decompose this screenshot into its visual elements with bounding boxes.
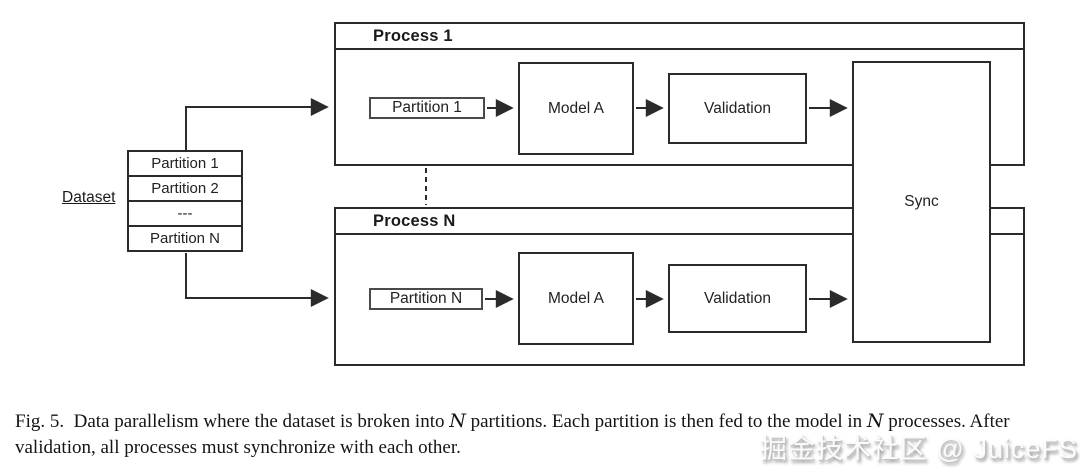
math-n-symbol: N <box>449 410 466 432</box>
caption-line-2: validation, all processes must synchroni… <box>15 437 461 458</box>
figure-caption: Fig. 5. Data parallelism where the datas… <box>15 408 1077 461</box>
dataset-row-partition-1: Partition 1 <box>127 150 243 177</box>
process-1-title: Process 1 <box>336 24 1023 50</box>
process-1-validation-box: Validation <box>668 73 807 144</box>
math-n-symbol: N <box>866 410 884 432</box>
process-n-validation-box: Validation <box>668 264 807 333</box>
process-1-model-box: Model A <box>518 62 634 155</box>
process-n-model-box: Model A <box>518 252 634 345</box>
process-n-title: Process N <box>336 209 1023 235</box>
dataset-row-partition-2: Partition 2 <box>127 175 243 202</box>
dataset-row-partition-n: Partition N <box>127 225 243 252</box>
dataset-partition-table: Partition 1 Partition 2 --- Partition N <box>127 150 243 252</box>
juicefs-watermark: 掘金技术社区 @ JuiceFS <box>760 434 1078 464</box>
caption-line-1: Fig. 5. Data parallelism where the datas… <box>15 410 1010 432</box>
dataset-row-ellipsis: --- <box>127 200 243 227</box>
sync-box: Sync <box>852 61 991 343</box>
dataset-label: Dataset <box>62 189 116 206</box>
arrow-dataset-to-process-1 <box>185 98 329 150</box>
arrow-dataset-to-process-n <box>185 253 329 307</box>
process-1-partition-box: Partition 1 <box>369 97 485 119</box>
process-n-partition-box: Partition N <box>369 288 483 310</box>
